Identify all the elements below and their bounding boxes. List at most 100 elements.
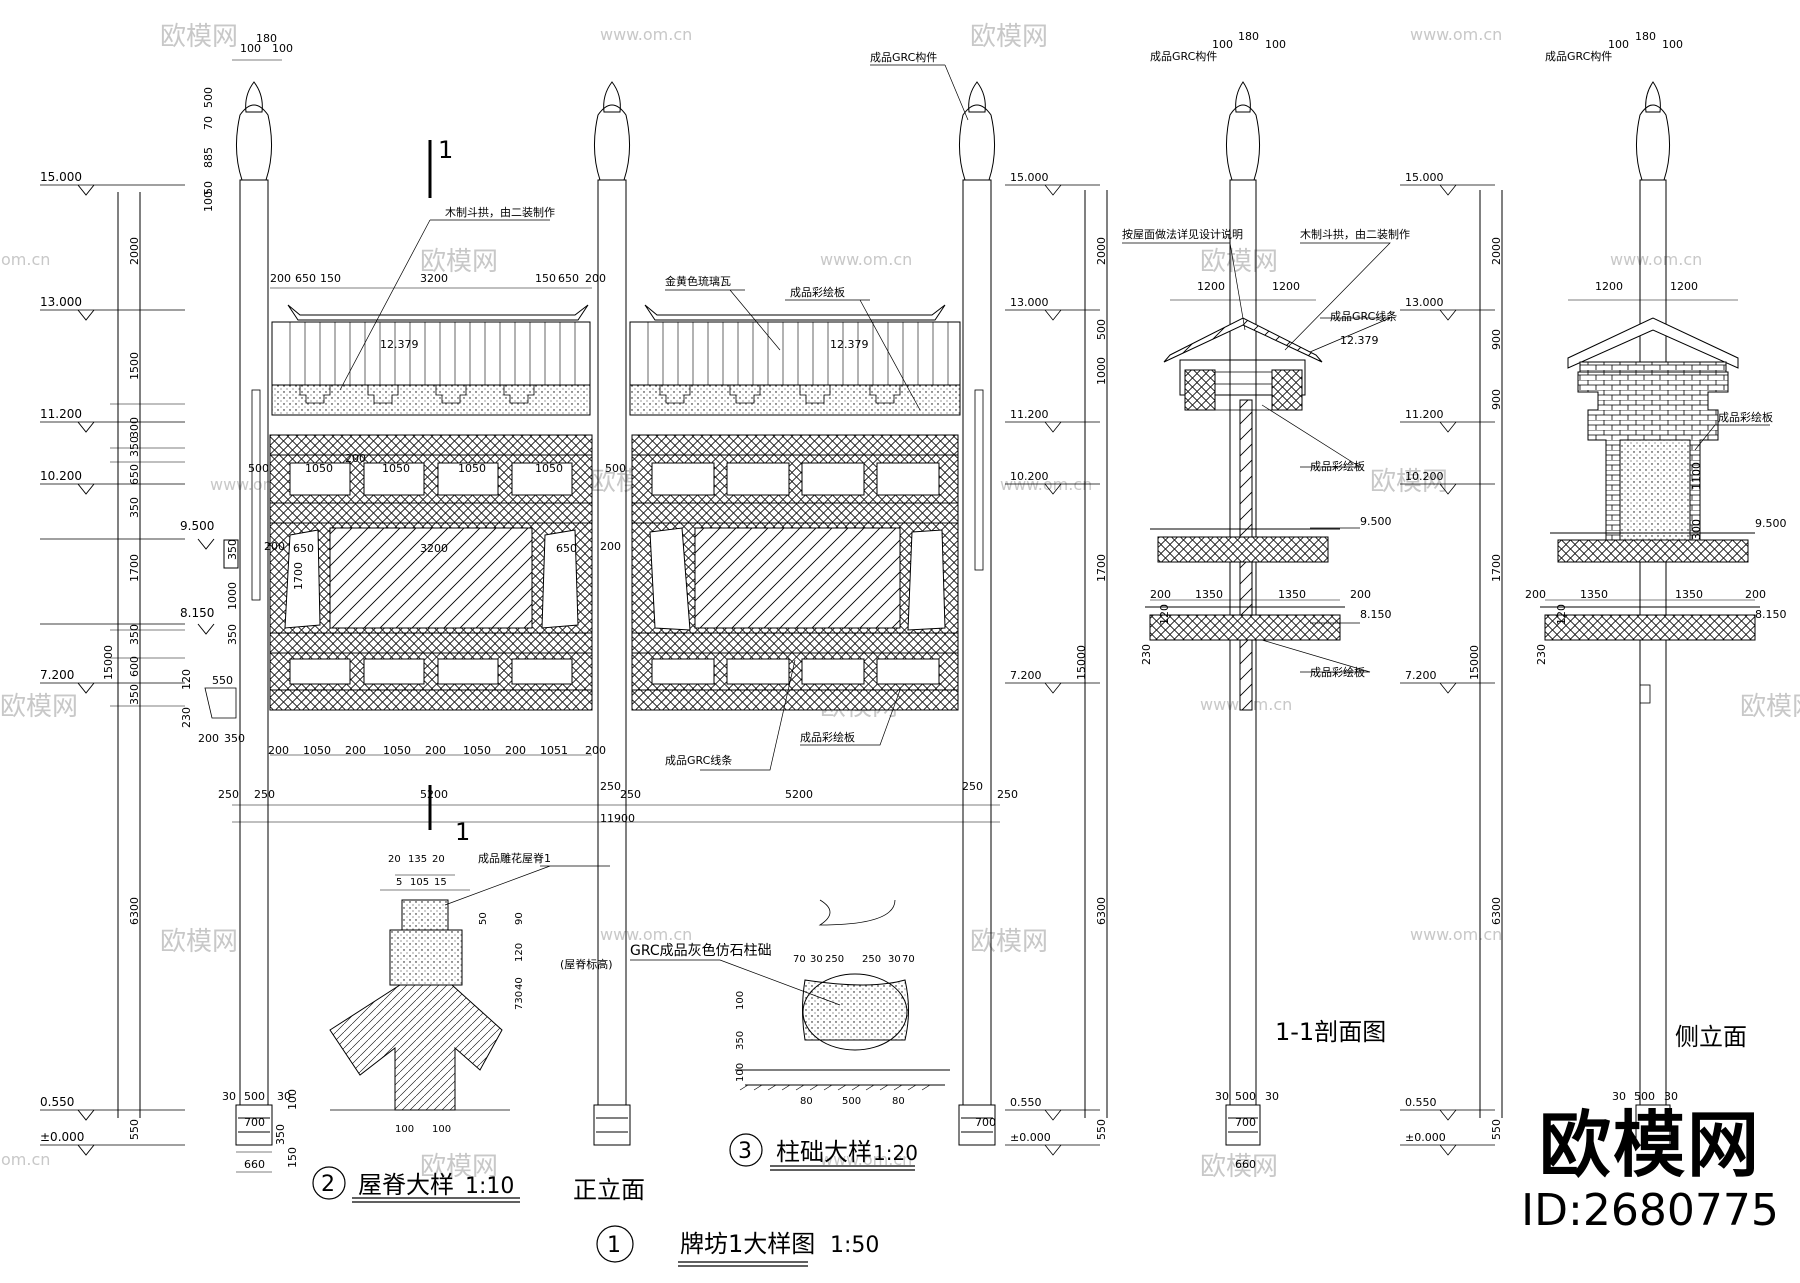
- base-detail-dim: 250: [862, 954, 881, 965]
- section-labels: 15.000 13.000 11.200 10.200 9.500 8.150 …: [1010, 30, 1410, 1171]
- model-id: ID:2680775: [1521, 1185, 1779, 1236]
- column-right: [958, 81, 996, 1146]
- dim-1500: 1500: [128, 352, 141, 380]
- roof-dim: 3200: [420, 272, 448, 285]
- roof-right: [629, 304, 961, 416]
- level-label: 0.550: [1010, 1096, 1042, 1109]
- ridge-dim: 730: [514, 991, 525, 1010]
- base-dim: 30: [1215, 1090, 1229, 1103]
- side-labels: 15.000 13.000 11.200 10.200 9.500 8.150 …: [1405, 30, 1787, 1144]
- ridge-dim: 120: [514, 943, 525, 962]
- finial-dim: 180: [256, 32, 277, 45]
- watermark-brand: 欧模网: [1370, 467, 1448, 497]
- base-dim: 150: [286, 1147, 299, 1168]
- dim-1700: 1700: [128, 554, 141, 582]
- column-center: [593, 81, 631, 1146]
- base-detail-dim: 250: [825, 954, 844, 965]
- base-dim: 350: [274, 1124, 287, 1145]
- watermark-brand: 欧模网: [970, 22, 1048, 52]
- side-dim: 200: [1745, 588, 1766, 601]
- note-wood-bracket: 木制斗拱，由二装制作: [1300, 227, 1410, 241]
- watermark-brand: 欧模网: [420, 1152, 498, 1182]
- total-width: 11900: [600, 812, 635, 825]
- roof-dim: 150: [535, 272, 556, 285]
- ridge-dim: 100: [432, 1124, 451, 1135]
- base-detail-dim: 30: [810, 954, 823, 965]
- level-label: 11.200: [40, 407, 82, 421]
- finial-dim: 50: [202, 181, 215, 195]
- level-label: 8.150: [180, 606, 214, 620]
- watermark-brand: 欧模网: [1200, 1152, 1278, 1182]
- note-grc-member: 成品GRC构件: [870, 50, 937, 64]
- middle-dim: 1700: [292, 562, 305, 590]
- base-detail-dim: 70: [793, 954, 806, 965]
- watermark-url: om.cn: [1, 1150, 50, 1169]
- dim-350: 350: [128, 497, 141, 518]
- base-dim: 30: [1612, 1090, 1626, 1103]
- watermark-url: www.om.cn: [820, 250, 912, 269]
- lower-dim: 200: [268, 744, 289, 757]
- level-12379: 12.379: [380, 338, 419, 351]
- dim-600: 600: [128, 656, 141, 677]
- level-label: 15.000: [1405, 171, 1444, 184]
- watermark-brand: 欧模网: [1200, 247, 1278, 277]
- bay-dim: 250: [620, 788, 641, 801]
- bay-dim: 250: [997, 788, 1018, 801]
- side-dim: 2000: [1490, 237, 1503, 265]
- base-detail-dim: 350: [735, 1031, 746, 1050]
- base-detail-dim: 80: [892, 1096, 905, 1107]
- section-dim: 200: [1150, 588, 1171, 601]
- level-label: ±0.000: [40, 1130, 84, 1144]
- base-detail-drawing: [735, 899, 950, 1091]
- note-glazed-tile: 金黄色琉璃瓦: [665, 274, 731, 288]
- left-level-scale: [40, 184, 215, 1156]
- watermark-url: www.om.cn: [1610, 250, 1702, 269]
- section-dim: 500: [1095, 319, 1108, 340]
- base-detail-dim: 80: [800, 1096, 813, 1107]
- section-mark-top: 1: [438, 136, 453, 164]
- watermark-brand: 欧模网: [0, 692, 78, 722]
- lower-dim: 1050: [303, 744, 331, 757]
- note-roof: 按屋面做法详见设计说明: [1122, 227, 1243, 241]
- frieze-dim: 1050: [535, 462, 563, 475]
- base-dim: 700: [975, 1116, 996, 1129]
- note-ridge-height: (屋脊标高): [560, 957, 613, 971]
- level-label: 15.000: [40, 170, 82, 184]
- section-dim: 1200: [1197, 280, 1225, 293]
- lower-dim: 1050: [383, 744, 411, 757]
- level-label: 0.550: [40, 1095, 74, 1109]
- base-detail-title: 柱础大样: [776, 1138, 872, 1166]
- dim-total: 15000: [102, 645, 115, 680]
- lower-dim: 1051: [540, 744, 568, 757]
- finial-dim: 885: [202, 147, 215, 168]
- dim-350: 350: [128, 436, 141, 457]
- level-label: ±0.000: [1010, 1131, 1051, 1144]
- side-dim: 1200: [1595, 280, 1623, 293]
- watermark-brand: 欧模网: [160, 927, 238, 957]
- base-dim: 660: [1235, 1158, 1256, 1171]
- watermark-url: www.om.cn: [600, 925, 692, 944]
- side-dim: 200: [1525, 588, 1546, 601]
- base-dim: 500: [244, 1090, 265, 1103]
- ridge-detail-scale: 1:10: [465, 1174, 514, 1199]
- level-label: 15.000: [1010, 171, 1049, 184]
- lower-dim: 200: [345, 744, 366, 757]
- middle-dim: 350: [226, 624, 239, 645]
- dim-2000: 2000: [128, 237, 141, 265]
- side-dim: 230: [1535, 644, 1548, 665]
- section-dim: 230: [1140, 644, 1153, 665]
- frieze-right: [631, 434, 959, 711]
- dim-300: 300: [128, 417, 141, 438]
- base-detail-dim: 30: [888, 954, 901, 965]
- base-detail-dim: 70: [902, 954, 915, 965]
- watermark-brand: 欧模网: [420, 247, 498, 277]
- bay-dim: 250: [254, 788, 275, 801]
- watermark-url: www.om.cn: [820, 1150, 912, 1169]
- note-grc-member: 成品GRC构件: [1545, 49, 1612, 63]
- side-dim: 120: [1555, 604, 1568, 625]
- base-dim: 500: [1235, 1090, 1256, 1103]
- base-dim: 660: [244, 1158, 265, 1171]
- section-dim: 6300: [1095, 897, 1108, 925]
- front-dim-labels: 100 180 100 70 500 885 100 50 200 650 15…: [180, 32, 1018, 1171]
- finial-dim: 500: [202, 87, 215, 108]
